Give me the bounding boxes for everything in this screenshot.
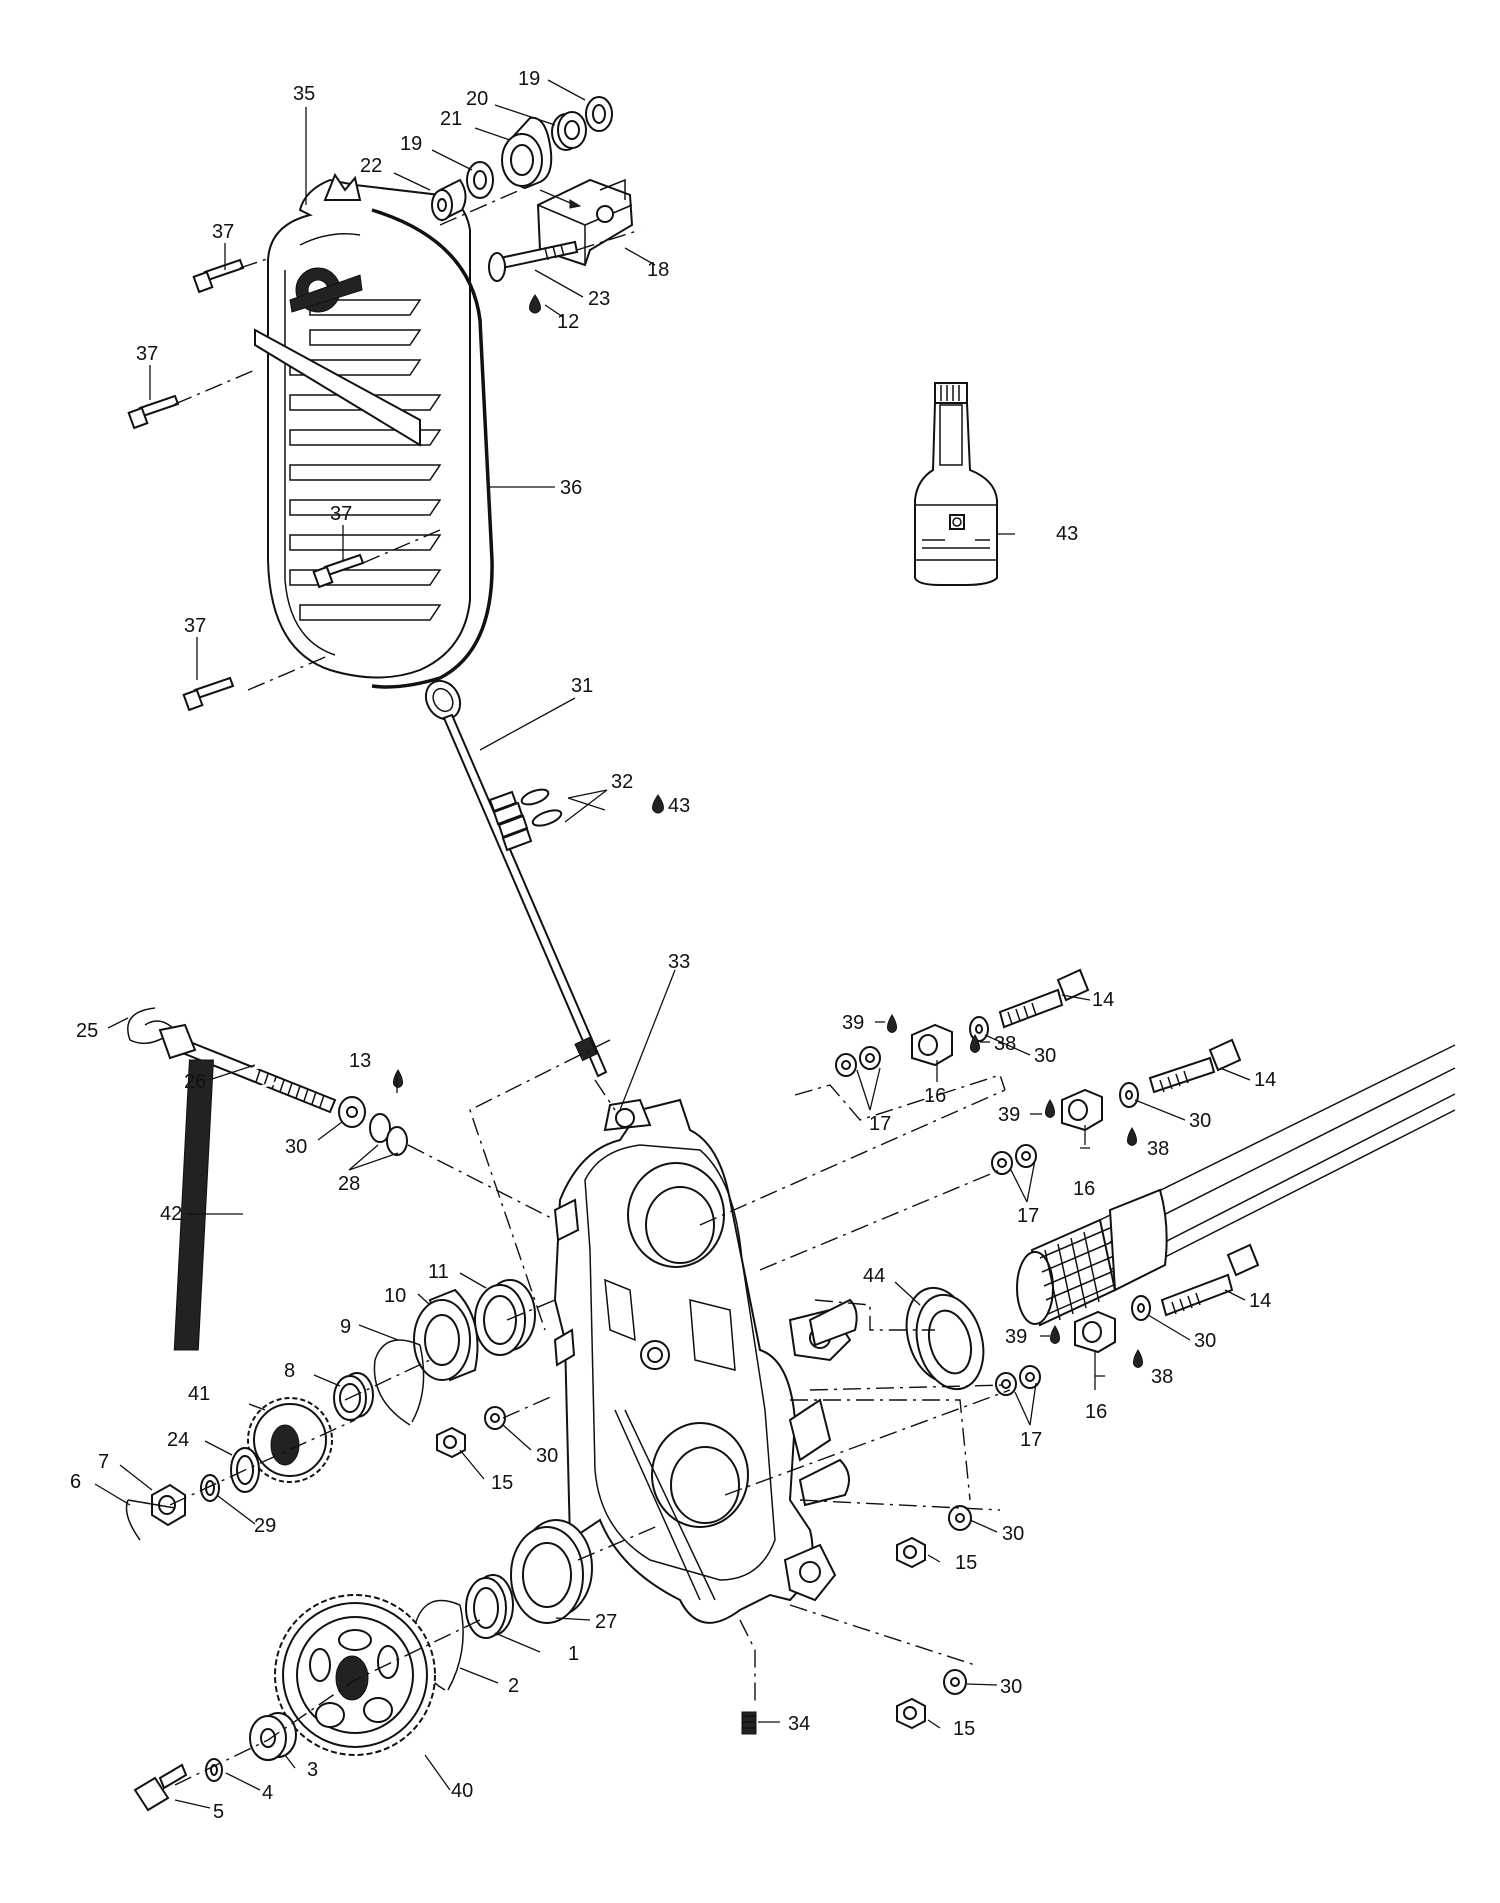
callout-10: 10 [384,1285,406,1307]
callout-40: 40 [451,1780,473,1802]
callout-19: 19 [400,133,422,155]
callout-42: 42 [160,1203,182,1225]
callout-37: 37 [330,503,352,525]
callout-39: 39 [842,1012,864,1034]
callout-16: 16 [1085,1401,1107,1423]
callout-3: 3 [307,1759,318,1781]
callout-21: 21 [440,108,462,130]
callout-2: 2 [508,1675,519,1697]
callout-31: 31 [571,675,593,697]
callout-34: 34 [788,1713,810,1735]
upper-shaft-parts [125,1279,536,1541]
drive-chain [173,1059,281,1351]
drain-plug [741,1711,757,1735]
callout-29: 29 [254,1515,276,1537]
callout-30: 30 [285,1136,307,1158]
callout-18: 18 [647,259,669,281]
assembly-center-lines [169,189,1011,1786]
callout-13: 13 [349,1050,371,1072]
bolt-stack-middle [991,1038,1242,1175]
callout-27: 27 [595,1611,617,1633]
callout-12: 12 [557,311,579,333]
callout-28: 28 [338,1173,360,1195]
nuts-washers-right [896,1505,972,1730]
lubricant-drop-icon [652,794,664,814]
callout-5: 5 [213,1801,224,1823]
adjuster-bolt-assembly [127,1007,408,1156]
bolt-stack-lower [995,1243,1260,1396]
callout-labels: 35 19 20 21 19 22 18 23 12 37 37 37 37 3… [70,68,1276,1823]
callout-15: 15 [955,1552,977,1574]
cover-bolts [127,258,365,712]
callout-38: 38 [994,1033,1016,1055]
chaincase-housing [553,1098,858,1624]
oil-seal [905,1286,985,1391]
callout-30: 30 [1189,1110,1211,1132]
callout-19: 19 [518,68,540,90]
callout-32: 32 [611,771,633,793]
callout-39: 39 [1005,1326,1027,1348]
drive-shaft [1016,1044,1456,1327]
callout-24: 24 [167,1429,189,1451]
callout-20: 20 [466,88,488,110]
callout-16: 16 [1073,1178,1095,1200]
callout-leaders [94,79,1251,1809]
callout-9: 9 [340,1316,351,1338]
tensioner-assembly [431,96,634,282]
callout-38: 38 [1151,1366,1173,1388]
callout-15: 15 [491,1472,513,1494]
callout-8: 8 [284,1360,295,1382]
callout-6: 6 [70,1471,81,1493]
callout-17: 17 [1017,1205,1039,1227]
callout-11: 11 [428,1261,449,1283]
callout-35: 35 [293,83,315,105]
callout-30: 30 [536,1445,558,1467]
callout-17: 17 [1020,1429,1042,1451]
callout-44: 44 [863,1265,885,1287]
callout-7: 7 [98,1451,109,1473]
callout-14: 14 [1254,1069,1276,1091]
callout-41: 41 [188,1383,210,1405]
lubricant-drop-icons [393,1014,1143,1368]
chaincase-cover [254,172,471,679]
callout-15: 15 [953,1718,975,1740]
lubricant-drop-icon [529,294,541,314]
callout-22: 22 [360,155,382,177]
callout-37: 37 [136,343,158,365]
callout-26: 26 [184,1071,206,1093]
dipstick-assembly [424,679,608,1078]
callout-30: 30 [1002,1523,1024,1545]
callout-38: 38 [1147,1138,1169,1160]
lower-shaft-parts [133,1519,593,1812]
callout-43: 43 [1056,523,1078,545]
callout-1: 1 [568,1643,579,1665]
callout-16: 16 [924,1085,946,1107]
callout-23: 23 [588,288,610,310]
callout-36: 36 [560,477,582,499]
callout-30: 30 [1000,1676,1022,1698]
callout-17: 17 [869,1113,891,1135]
callout-14: 14 [1092,989,1114,1011]
callout-30: 30 [1194,1330,1216,1352]
callout-43: 43 [668,795,690,817]
lubricant-bottle [914,382,998,586]
callout-37: 37 [212,221,234,243]
callout-37: 37 [184,615,206,637]
callout-33: 33 [668,951,690,973]
callout-30: 30 [1034,1045,1056,1067]
callout-25: 25 [76,1020,98,1042]
callout-14: 14 [1249,1290,1271,1312]
cover-gasket [371,208,494,689]
callout-4: 4 [262,1782,273,1804]
callout-39: 39 [998,1104,1020,1126]
